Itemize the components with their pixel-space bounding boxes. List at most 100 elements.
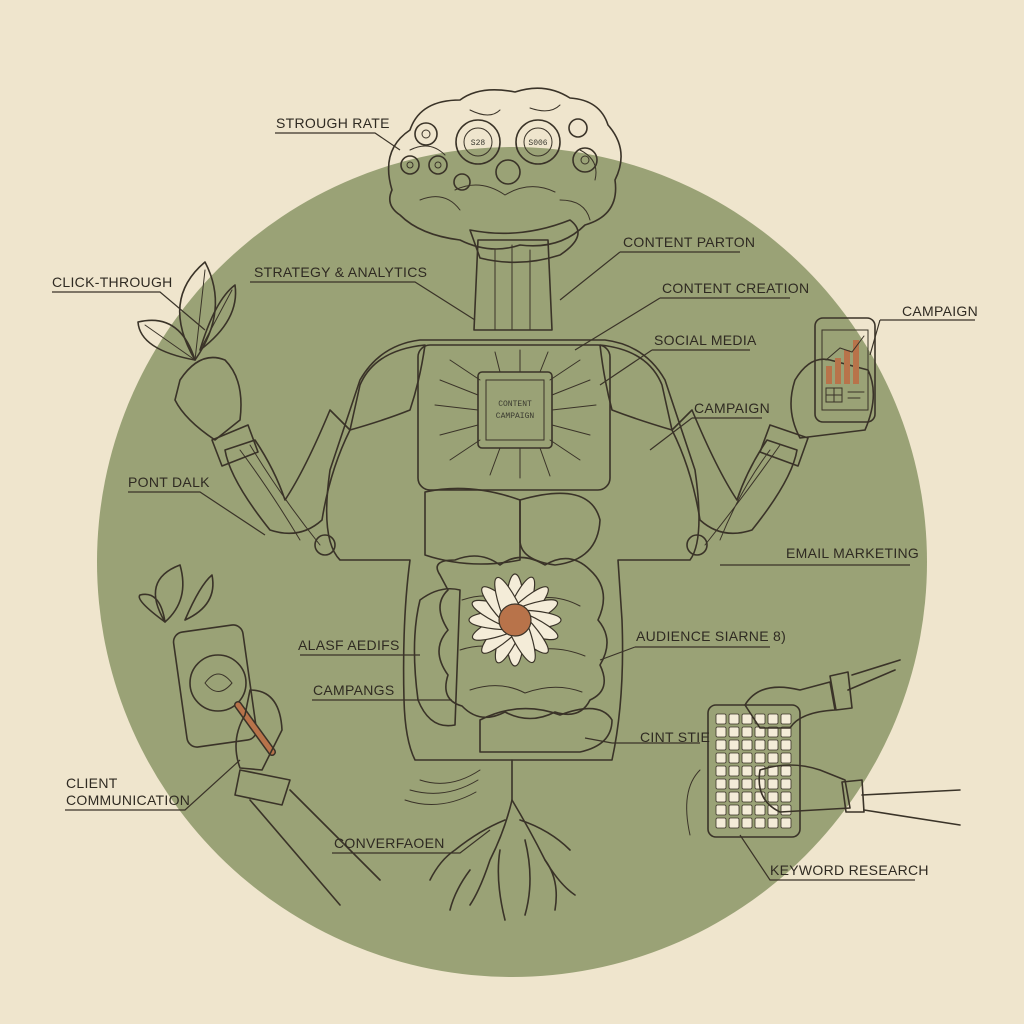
keyboard-key [767, 713, 779, 725]
keyboard-key [741, 778, 753, 790]
keyboard-key [741, 713, 753, 725]
keyboard-key [780, 739, 792, 751]
circuit-traces [434, 349, 597, 479]
keyboard-key [780, 817, 792, 829]
keyboard-key [728, 804, 740, 816]
label-keyword-research: KEYWORD RESEARCH [770, 862, 929, 878]
keyboard-key [754, 804, 766, 816]
keyboard-key [715, 739, 727, 751]
torso [325, 339, 700, 761]
label-campaign-top: CAMPAIGN [902, 303, 978, 319]
keyboard-key [715, 726, 727, 738]
keyboard-icon [686, 659, 961, 838]
right-arm [671, 409, 798, 535]
keyboard-key [728, 739, 740, 751]
keyboard-key [780, 752, 792, 764]
keyboard-key [728, 817, 740, 829]
brain-icon: S28 S006 [387, 87, 622, 264]
gear-icon [414, 122, 438, 146]
label-campangs: CAMPANGS [313, 682, 395, 698]
keyboard-key [715, 817, 727, 829]
chip-label-line1: CONTENT [498, 400, 532, 409]
gear-icon [568, 118, 588, 138]
keyboard-key [715, 791, 727, 803]
keyboard-key [780, 713, 792, 725]
left-arm [224, 409, 351, 535]
keyboard-key [767, 739, 779, 751]
keyboard-key [728, 726, 740, 738]
flower-icon [468, 573, 562, 667]
keyboard-key [741, 739, 753, 751]
keyboard-key [728, 765, 740, 777]
diagram-labels: STROUGH RATE CLICK-THROUGH STRATEGY & AN… [52, 115, 978, 878]
gear-icon [495, 159, 521, 185]
intestines [436, 555, 608, 720]
leaf-icon [137, 261, 237, 361]
keyboard-key [715, 778, 727, 790]
lower-colon [479, 707, 613, 753]
gear-icon: S28 [455, 119, 501, 165]
label-campaign-mid: CAMPAIGN [694, 400, 770, 416]
keyboard-key [728, 778, 740, 790]
keyboard-key [780, 778, 792, 790]
label-social-media: SOCIAL MEDIA [654, 332, 757, 348]
phone-chart-icon [814, 317, 876, 423]
keyboard-key [728, 713, 740, 725]
keyboard-key [780, 804, 792, 816]
keyboard-key [741, 817, 753, 829]
label-strough-rate: STROUGH RATE [276, 115, 390, 131]
label-converfaoen: CONVERFAOEN [334, 835, 445, 851]
gear-icon: S006 [515, 119, 561, 165]
keyboard-key [754, 752, 766, 764]
keyboard-key [780, 726, 792, 738]
keyboard-key [728, 752, 740, 764]
leader-lines [52, 132, 975, 881]
label-strategy-analytics: STRATEGY & ANALYTICS [254, 264, 427, 280]
keyboard-key [728, 791, 740, 803]
keyboard-key [754, 739, 766, 751]
human-figure: CONTENT CAMPAIGN [174, 239, 875, 921]
keyboard-key [754, 817, 766, 829]
label-client: CLIENT [66, 775, 118, 791]
gear-icon [572, 147, 598, 173]
label-content-creation: CONTENT CREATION [662, 280, 809, 296]
keyboard-key [741, 765, 753, 777]
keyboard-key [715, 752, 727, 764]
gear-left-label: S28 [471, 139, 486, 148]
keyboard-key [780, 791, 792, 803]
chip-label-line2: CAMPAIGN [496, 412, 535, 421]
label-alasf-aedifs: ALASF AEDIFS [298, 637, 400, 653]
keyboard-key [741, 804, 753, 816]
keyboard-key [715, 765, 727, 777]
keyboard-key [767, 817, 779, 829]
label-cint-stie: CINT STIE [640, 729, 710, 745]
colon [413, 587, 461, 727]
keyboard-key [741, 752, 753, 764]
chip-icon [477, 371, 553, 449]
neck [473, 239, 553, 331]
keyboard-key [780, 765, 792, 777]
keyboard-key [767, 752, 779, 764]
right-hand [790, 358, 875, 439]
gear-icon [428, 155, 448, 175]
label-communication: COMMUNICATION [66, 792, 190, 808]
stomach [519, 492, 601, 566]
gear-icon [400, 155, 420, 175]
label-content-partion: CONTENT PARTON [623, 234, 755, 250]
right-shoulder-muscle [599, 344, 673, 431]
left-hand [174, 356, 242, 441]
root-icon [429, 759, 576, 921]
keyboard-key [741, 726, 753, 738]
label-email-marketing: EMAIL MARKETING [786, 545, 919, 561]
gear-right-label: S006 [528, 139, 547, 148]
label-pont-dalk: PONT DALK [128, 474, 210, 490]
keyboard-key [767, 726, 779, 738]
keyboard-key [715, 713, 727, 725]
gear-icon [453, 173, 471, 191]
keyboard-key [767, 804, 779, 816]
keyboard-key [715, 804, 727, 816]
label-audience-siarne: AUDIENCE SIARNE 8) [636, 628, 786, 644]
keyboard-key [767, 778, 779, 790]
magnifier-icon [138, 564, 381, 906]
